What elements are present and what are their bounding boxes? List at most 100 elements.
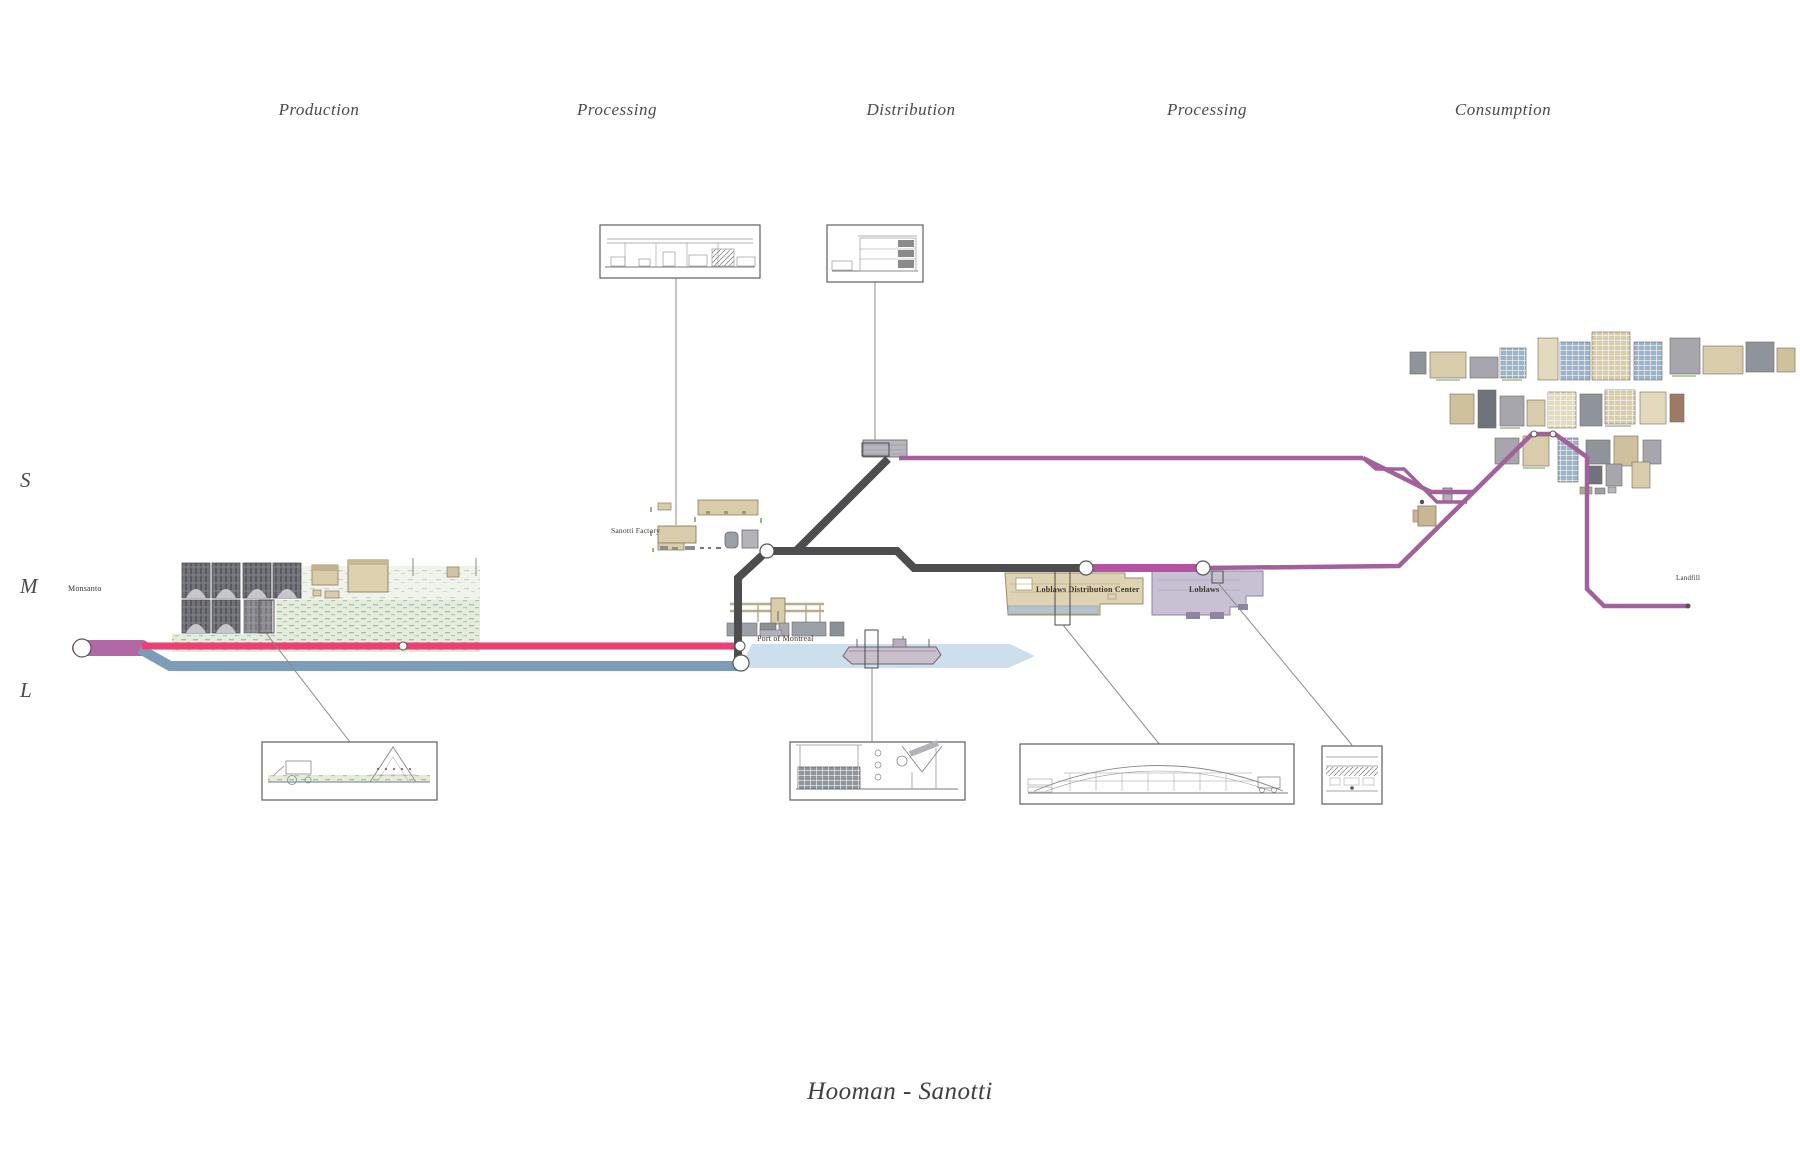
sketch-sprinkler bbox=[385, 768, 387, 770]
sanotti-equipment bbox=[660, 546, 668, 550]
detail-marker-store bbox=[1211, 570, 1224, 584]
sketch-hopper bbox=[901, 745, 943, 773]
port-of-montreal-label: Port of Montreal bbox=[757, 634, 814, 643]
city-building bbox=[1537, 337, 1559, 381]
sketch-machine bbox=[736, 256, 756, 267]
city-building bbox=[1477, 389, 1497, 429]
barn-arch bbox=[216, 624, 236, 633]
city-building bbox=[1642, 439, 1662, 465]
loblaws-store-entrance bbox=[1238, 604, 1248, 610]
sketch-shelf bbox=[1343, 777, 1360, 786]
cargo-ship-cabin bbox=[892, 638, 907, 648]
detail-leader-store bbox=[1217, 582, 1353, 746]
sketch-arch-roof bbox=[1033, 765, 1284, 792]
city-green-strip bbox=[1500, 427, 1520, 429]
sketch-brace bbox=[376, 756, 394, 783]
loblaws-store-entrance bbox=[1186, 612, 1200, 619]
sketch-shelf-band bbox=[1326, 767, 1378, 776]
city-building-windows bbox=[1592, 332, 1630, 380]
farm-equipment bbox=[324, 590, 340, 599]
sketch-cylinder bbox=[908, 740, 940, 757]
farm-big-barn-roof bbox=[348, 560, 388, 565]
loblaws-store-entrance bbox=[1210, 612, 1224, 619]
flow-node bbox=[72, 638, 92, 658]
city-building-windows bbox=[1605, 390, 1635, 424]
flow-dark-branch bbox=[793, 456, 891, 554]
farm-house-roof bbox=[312, 565, 338, 571]
city-building bbox=[1605, 463, 1623, 487]
sketch-machine bbox=[688, 254, 708, 267]
loblaws-dc-dock bbox=[1007, 605, 1099, 615]
city-green-strip bbox=[1605, 425, 1631, 427]
sketch-brace bbox=[392, 756, 410, 783]
sanotti-equipment bbox=[672, 547, 678, 550]
sketch-shelf bbox=[1329, 777, 1341, 786]
flow-node bbox=[1530, 430, 1538, 438]
city-green-strip bbox=[1436, 379, 1460, 381]
sketch-cell bbox=[898, 240, 914, 247]
sanotti-main-building bbox=[657, 525, 697, 544]
detail-leader-dc bbox=[1062, 624, 1161, 746]
city-building bbox=[1776, 347, 1796, 373]
sketch-wheel bbox=[1259, 787, 1265, 793]
city-building bbox=[1579, 393, 1603, 427]
detail-box-factory-section bbox=[599, 224, 761, 279]
sketch-machine bbox=[610, 256, 626, 267]
vegetation-tick bbox=[760, 518, 762, 523]
sanotti-small-box bbox=[657, 502, 672, 511]
cargo-ship-hull bbox=[842, 646, 942, 665]
loblaws-store-label: Loblaws bbox=[1189, 585, 1220, 594]
barn-arch bbox=[277, 589, 297, 598]
column-header: Processing bbox=[577, 100, 657, 119]
flow-endpoint bbox=[1685, 603, 1691, 609]
loblaws-dc-building bbox=[1004, 572, 1144, 616]
shipping-container bbox=[778, 622, 790, 637]
barn-arch bbox=[186, 624, 206, 633]
sketch-chute bbox=[273, 765, 285, 776]
sketch-dock bbox=[1027, 786, 1053, 793]
city-building bbox=[1631, 461, 1651, 489]
scale-label: S bbox=[20, 468, 31, 492]
city-building bbox=[1409, 351, 1427, 375]
flow-node bbox=[734, 640, 746, 652]
suburb-building-annex bbox=[1412, 509, 1419, 523]
flow-node-small bbox=[1419, 499, 1425, 505]
suburb-building bbox=[1417, 505, 1437, 527]
sanotti-long-building-door bbox=[742, 511, 746, 514]
city-building bbox=[1469, 356, 1499, 379]
sanotti-equipment bbox=[700, 547, 704, 549]
sanotti-main-annex bbox=[657, 542, 685, 551]
flow-node bbox=[398, 641, 408, 651]
shipping-container bbox=[759, 629, 783, 637]
city-building-windows bbox=[1500, 348, 1526, 378]
sketch-sprinkler bbox=[401, 768, 403, 770]
flow-dark bbox=[734, 547, 1086, 661]
detail-box-farm-section bbox=[261, 741, 438, 801]
city-building bbox=[1526, 399, 1546, 427]
city-building bbox=[1429, 351, 1467, 379]
sanotti-factory-label: Sanotti Factory bbox=[611, 526, 661, 535]
sanotti-long-building-door bbox=[724, 511, 728, 514]
detail-marker-dc bbox=[1054, 567, 1071, 626]
sketch-sprinkler bbox=[409, 768, 411, 770]
flow-purple-zig-a bbox=[1361, 455, 1474, 495]
vegetation-tick bbox=[650, 507, 652, 512]
sanotti-long-building-door bbox=[706, 511, 710, 514]
city-green-strip bbox=[1523, 467, 1545, 469]
sketch-shelf bbox=[1362, 777, 1375, 786]
sketch-port-circle bbox=[874, 761, 882, 769]
sketch-sprinkler bbox=[393, 768, 395, 770]
city-building bbox=[1745, 341, 1775, 373]
city-green-strip bbox=[1672, 375, 1696, 377]
city-green-strip bbox=[1502, 379, 1522, 381]
scale-label: M bbox=[20, 574, 38, 598]
sketch-container-grid bbox=[798, 767, 860, 789]
barn-shed bbox=[243, 599, 273, 634]
city-building bbox=[1449, 393, 1475, 425]
sketch-sprinkler bbox=[377, 768, 379, 770]
sketch-wheel bbox=[896, 755, 908, 767]
sketch-port-circle bbox=[874, 773, 882, 781]
sketch-harvester bbox=[285, 760, 312, 775]
